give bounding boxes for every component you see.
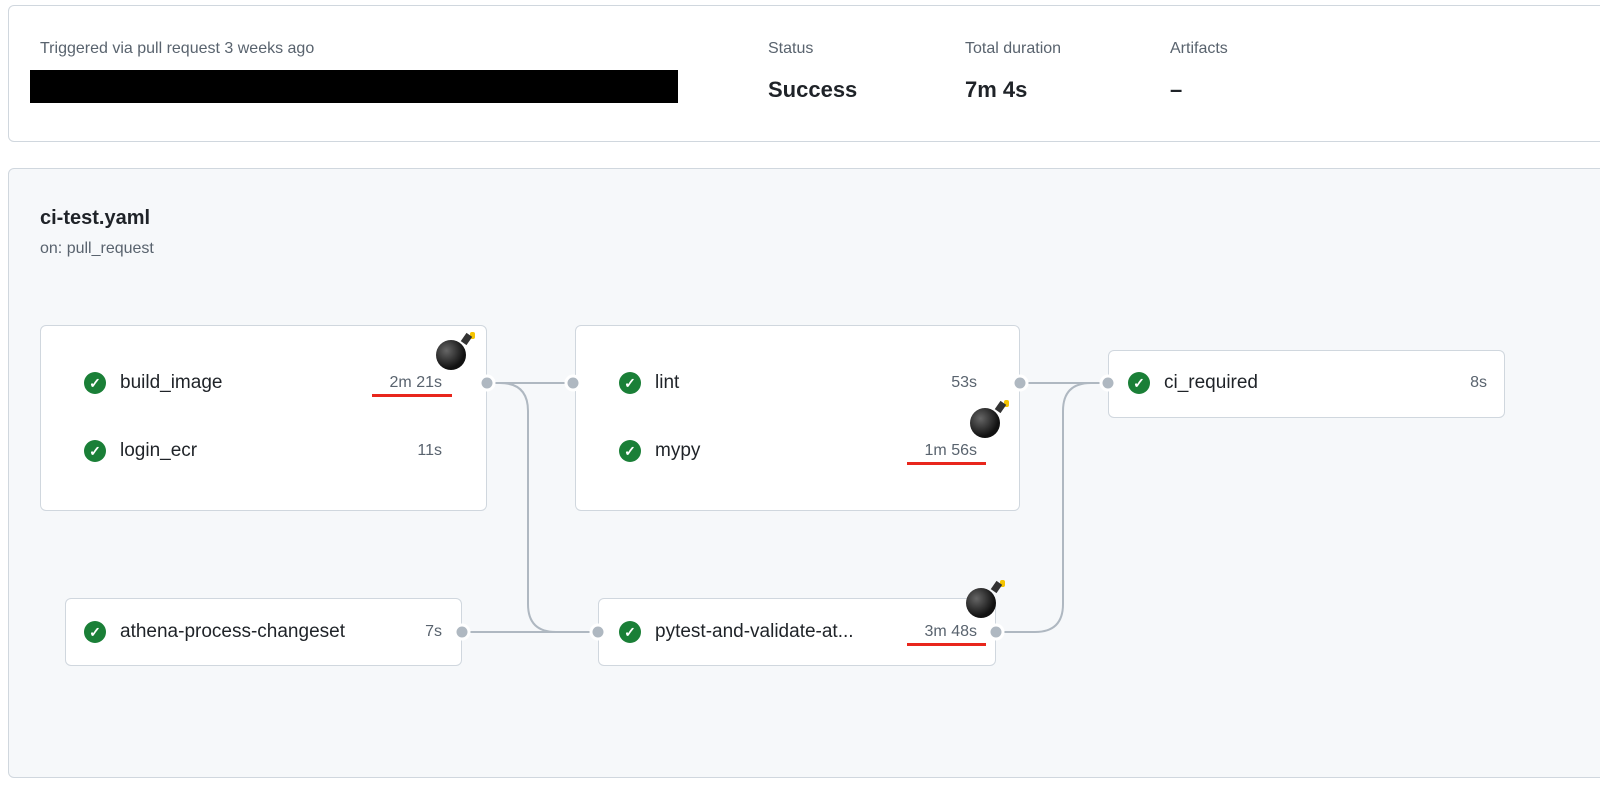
job-duration: 7s <box>425 623 442 640</box>
success-check-icon: ✓ <box>84 440 106 462</box>
job-duration: 53s <box>951 374 977 391</box>
highlight-underline <box>372 394 452 397</box>
job-name: mypy <box>655 440 701 461</box>
job-login-ecr[interactable]: ✓ login_ecr <box>84 440 197 462</box>
job-ci-required[interactable]: ✓ ci_required <box>1128 372 1258 394</box>
job-group-checks <box>575 325 1020 511</box>
status-value: Success <box>768 77 858 102</box>
job-lint[interactable]: ✓ lint <box>619 372 679 394</box>
connector-dot <box>1011 374 1029 392</box>
connector-dot <box>1099 374 1117 392</box>
status-label: Status <box>768 40 814 57</box>
job-box-athena <box>65 598 462 666</box>
job-name: athena-process-changeset <box>120 621 345 642</box>
connector-dot <box>564 374 582 392</box>
success-check-icon: ✓ <box>84 372 106 394</box>
duration-label: Total duration <box>965 40 1062 57</box>
job-build-image[interactable]: ✓ build_image <box>84 372 222 394</box>
job-mypy[interactable]: ✓ mypy <box>619 440 700 462</box>
job-name: lint <box>655 372 680 393</box>
artifacts-value: – <box>1170 77 1183 102</box>
job-duration: 1m 56s <box>924 442 977 459</box>
connector-dot <box>478 374 496 392</box>
job-athena-process-changeset[interactable]: ✓ athena-process-changeset <box>84 621 345 643</box>
success-check-icon: ✓ <box>619 621 641 643</box>
job-name: login_ecr <box>120 440 198 461</box>
duration-value: 7m 4s <box>965 77 1028 102</box>
job-pytest[interactable]: ✓ pytest-and-validate-at... <box>619 621 854 643</box>
job-name: pytest-and-validate-at... <box>655 621 854 642</box>
job-duration: 2m 21s <box>389 374 442 391</box>
job-name: build_image <box>120 372 223 393</box>
workflow-name[interactable]: ci-test.yaml <box>40 207 151 229</box>
highlight-underline <box>907 462 986 465</box>
redacted-block <box>30 70 678 103</box>
success-check-icon: ✓ <box>619 372 641 394</box>
connector-dot <box>453 623 471 641</box>
job-group-build <box>40 325 487 511</box>
job-duration: 8s <box>1470 374 1487 391</box>
success-check-icon: ✓ <box>1128 372 1150 394</box>
connector-dot <box>589 623 607 641</box>
job-box-pytest <box>598 598 996 666</box>
highlight-underline <box>907 643 986 646</box>
connector-dot <box>987 623 1005 641</box>
bomb-icon <box>966 580 1005 618</box>
bomb-icon <box>970 400 1009 438</box>
trigger-text: Triggered via pull request 3 weeks ago <box>40 40 315 57</box>
success-check-icon: ✓ <box>619 440 641 462</box>
job-name: ci_required <box>1164 372 1258 393</box>
artifacts-label: Artifacts <box>1170 40 1228 57</box>
bomb-icon <box>436 332 475 370</box>
workflow-trigger: on: pull_request <box>40 240 154 257</box>
job-duration: 3m 48s <box>924 623 977 640</box>
job-duration: 11s <box>417 442 442 459</box>
success-check-icon: ✓ <box>84 621 106 643</box>
